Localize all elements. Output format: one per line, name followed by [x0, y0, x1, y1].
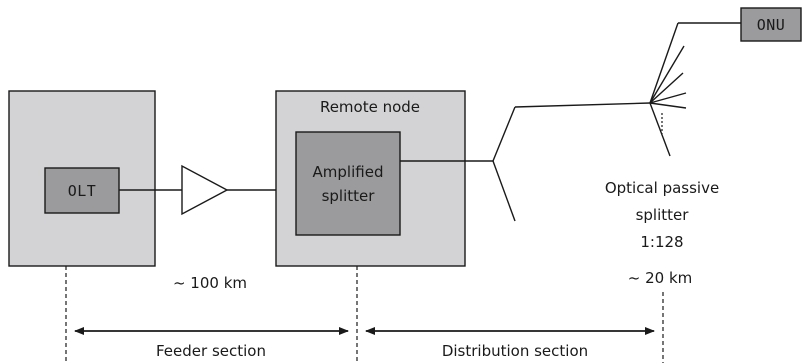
fan-line-5 — [649, 102, 687, 109]
olt-box — [44, 167, 120, 214]
fan-line-4 — [649, 92, 687, 104]
fan-line-3 — [649, 72, 684, 104]
onu-label: ONU — [757, 16, 786, 34]
feeder-distance-label: ~ 100 km — [173, 274, 247, 292]
remote-node-label: Remote node — [320, 98, 420, 116]
feeder-section-label: Feeder section — [156, 342, 266, 360]
branch-lower — [492, 160, 516, 222]
fan-line-2 — [649, 45, 685, 104]
fan-to-onu — [649, 22, 679, 104]
branch-upper — [492, 106, 516, 162]
branch-upper-fiber — [514, 102, 651, 108]
amplified-splitter-line-1: Amplified — [313, 163, 384, 181]
fan-line-last — [649, 102, 671, 157]
distribution-distance-label: ~ 20 km — [628, 269, 693, 287]
passive-splitter-ratio: 1:128 — [640, 233, 683, 251]
passive-splitter-line-2: splitter — [636, 206, 690, 224]
passive-splitter-line-1: Optical passive — [605, 179, 719, 197]
amplified-splitter-box — [295, 131, 401, 236]
amplifier-triangle — [181, 164, 229, 216]
distribution-section-label: Distribution section — [442, 342, 588, 360]
olt-label: OLT — [68, 182, 97, 200]
amplified-splitter-line-2: splitter — [322, 187, 376, 205]
onu-box — [740, 7, 802, 42]
